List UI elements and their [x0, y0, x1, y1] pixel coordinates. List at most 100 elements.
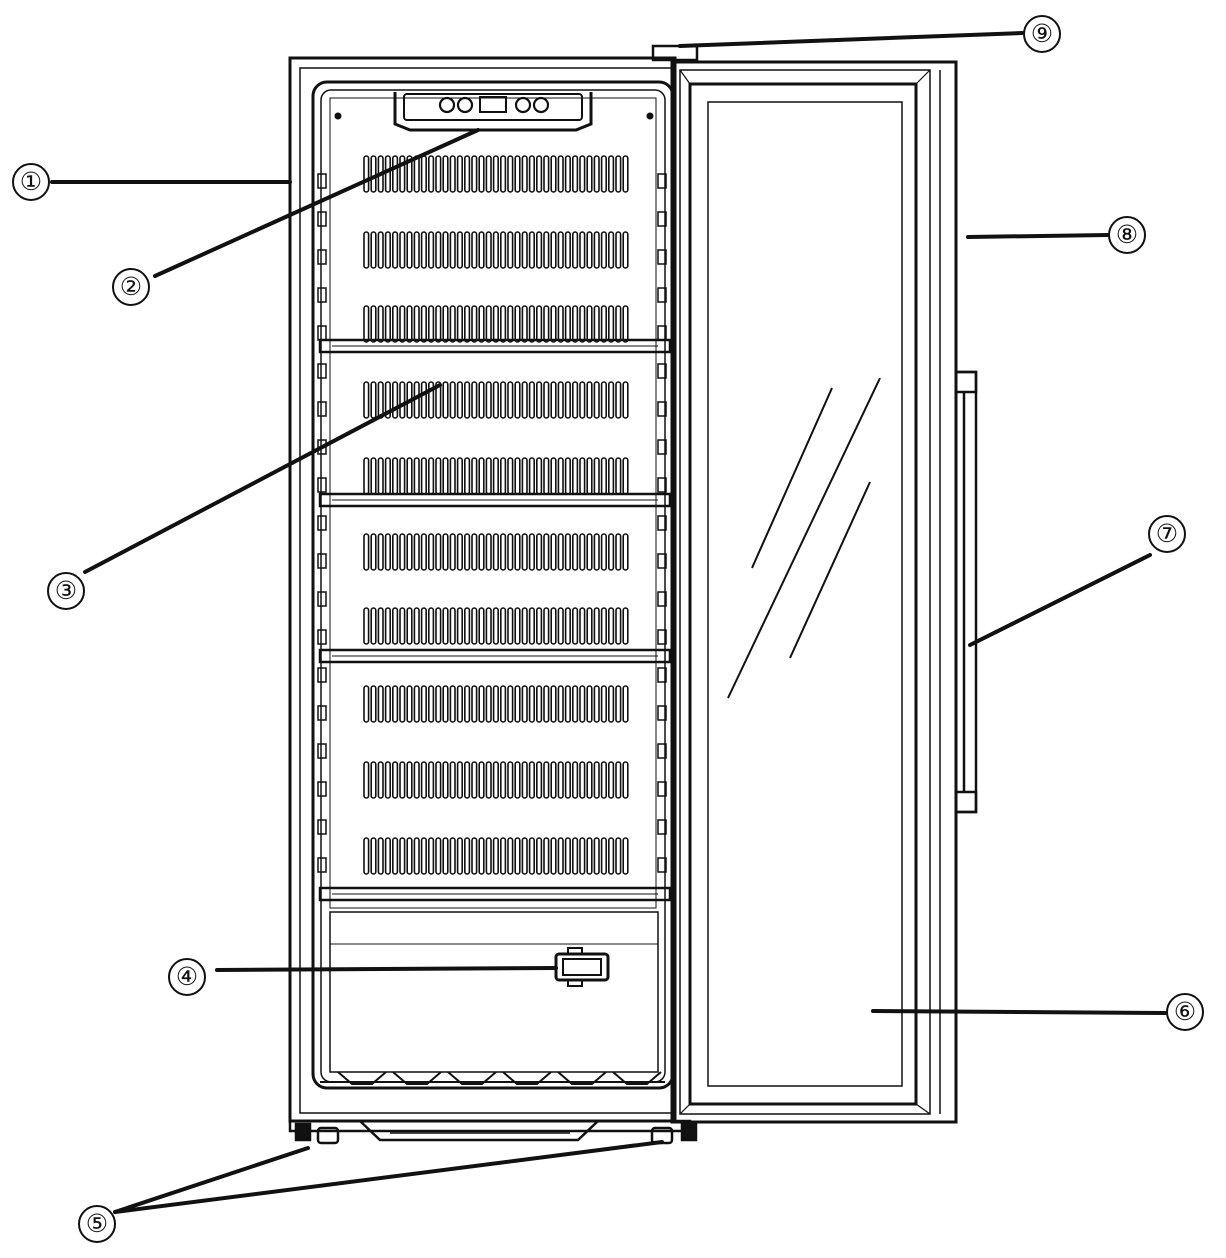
vent-slot — [413, 837, 420, 875]
vent-slot — [449, 231, 456, 269]
vent-slot — [377, 533, 384, 571]
vent-slot — [492, 607, 500, 645]
vent-slot — [413, 761, 420, 799]
vent-slot — [615, 231, 622, 269]
grille-segment — [612, 1071, 662, 1085]
vent-slot — [543, 837, 550, 875]
vent-slot — [535, 381, 543, 419]
vent-slot — [370, 607, 377, 645]
rail-clip — [317, 325, 327, 341]
vent-slot — [399, 381, 406, 419]
vent-slot — [507, 381, 514, 419]
vent-slot — [557, 231, 564, 269]
vent-slot — [615, 685, 622, 723]
vent-slot — [600, 231, 607, 269]
vent-slot — [535, 761, 543, 799]
vent-slot — [471, 837, 478, 875]
door-handle — [954, 370, 978, 814]
vent-slot — [564, 607, 571, 645]
vent-slot — [514, 761, 521, 799]
vent-slot — [499, 607, 507, 645]
vent-slot — [593, 761, 600, 799]
vent-slot — [420, 381, 428, 419]
rail-clip — [317, 287, 327, 303]
vent-slot — [535, 155, 543, 193]
vent-slot — [478, 381, 485, 419]
rail-clip — [657, 477, 667, 493]
rail-clip — [317, 249, 327, 265]
vent-slot — [521, 607, 528, 645]
vent-slot — [363, 685, 370, 723]
vent-slot — [363, 155, 370, 193]
control-panel — [393, 92, 593, 132]
vent-slot — [485, 155, 492, 193]
vent-slot — [615, 837, 622, 875]
vent-slot — [528, 761, 535, 799]
grille-segment — [392, 1071, 442, 1085]
vent-slot — [363, 837, 370, 875]
vent-slot — [377, 381, 384, 419]
vent-slot — [413, 533, 420, 571]
vent-slot — [427, 381, 435, 419]
vent-slot — [535, 533, 543, 571]
callout-2: ② — [112, 268, 150, 306]
vent-slot — [528, 457, 535, 495]
vent-slot — [586, 533, 593, 571]
vent-slot — [550, 607, 557, 645]
vent-slot — [449, 685, 456, 723]
vent-slot — [478, 533, 485, 571]
vent-slot — [586, 685, 593, 723]
vent-slot — [543, 607, 550, 645]
vent-slot — [550, 231, 557, 269]
vent-slot — [427, 685, 435, 723]
vent-slot — [622, 607, 629, 645]
vent-slot — [413, 685, 420, 723]
vent-slot — [471, 607, 478, 645]
vent-slot — [607, 381, 615, 419]
vent-slot — [600, 837, 607, 875]
vent-slot — [492, 533, 500, 571]
shelf-rails-right — [657, 173, 667, 873]
vent-slot — [435, 533, 442, 571]
vent-slot — [514, 231, 521, 269]
vent-slot — [579, 231, 586, 269]
vent-slot — [622, 837, 629, 875]
vent-slot — [485, 231, 492, 269]
vent-slot — [586, 607, 593, 645]
grille-segment — [447, 1071, 497, 1085]
vent-slot — [363, 305, 370, 343]
vent-slot — [492, 457, 500, 495]
vent-slot — [579, 761, 586, 799]
vent-row — [363, 533, 629, 571]
rail-clip — [657, 819, 667, 835]
vent-slot — [528, 231, 535, 269]
vent-slot — [550, 685, 557, 723]
rail-clip — [317, 667, 327, 683]
vent-slot — [499, 305, 507, 343]
rail-clip — [657, 173, 667, 189]
vent-slot — [543, 155, 550, 193]
vent-slot — [420, 607, 428, 645]
vent-slot — [406, 837, 413, 875]
vent-slot — [471, 457, 478, 495]
rail-clip — [657, 439, 667, 455]
vent-slot — [571, 761, 579, 799]
vent-slot — [471, 685, 478, 723]
vent-slot — [363, 231, 370, 269]
vent-slot — [427, 607, 435, 645]
vent-slot — [427, 837, 435, 875]
vent-slot — [571, 457, 579, 495]
vent-slot — [507, 155, 514, 193]
vent-slot — [586, 305, 593, 343]
vent-slot — [456, 837, 464, 875]
vent-slot — [377, 305, 384, 343]
rail-clip — [317, 591, 327, 607]
vent-slot — [615, 381, 622, 419]
glass-door — [670, 60, 958, 1124]
vent-slot — [478, 761, 485, 799]
vent-row — [363, 837, 629, 875]
vent-slot — [521, 457, 528, 495]
rail-clip — [317, 819, 327, 835]
vent-slot — [399, 685, 406, 723]
vent-slot — [399, 305, 406, 343]
